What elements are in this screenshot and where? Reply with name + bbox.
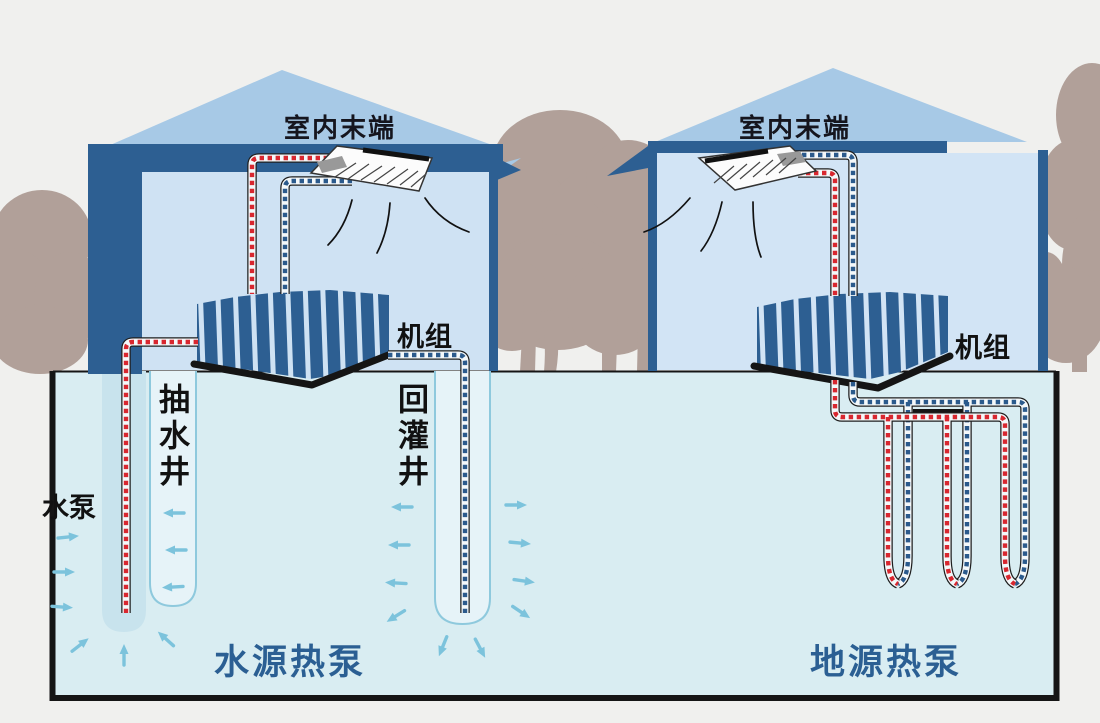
water-pump-label: 水泵 bbox=[42, 493, 96, 523]
ground-source-system-label: 地源热泵 bbox=[810, 643, 963, 682]
roof-left bbox=[108, 70, 495, 146]
indoor-terminal-label-right: 室内末端 bbox=[738, 113, 851, 143]
recharge-well-label: 回灌井 bbox=[393, 383, 428, 491]
roof-right bbox=[655, 68, 1027, 142]
heat-pump-unit-left bbox=[190, 290, 395, 389]
loop-header-bar bbox=[913, 409, 967, 413]
extraction-well-label: 抽水井 bbox=[154, 383, 189, 491]
unit-label-left: 机组 bbox=[397, 322, 453, 352]
indoor-terminal-label-left: 室内末端 bbox=[283, 113, 396, 143]
eave-right bbox=[648, 141, 947, 153]
airflow-left bbox=[327, 197, 470, 254]
heat-pump-unit-right bbox=[750, 292, 954, 392]
ac-cassette-left bbox=[309, 145, 434, 192]
unit-label-right: 机组 bbox=[955, 333, 1011, 363]
extraction-well bbox=[149, 371, 197, 608]
wall-right-outer bbox=[1038, 150, 1048, 371]
water-source-system-label: 水源热泵 bbox=[214, 643, 367, 682]
wall-left-outer bbox=[88, 144, 142, 374]
airflow-right bbox=[643, 197, 762, 258]
ac-cassette-right bbox=[697, 145, 818, 191]
